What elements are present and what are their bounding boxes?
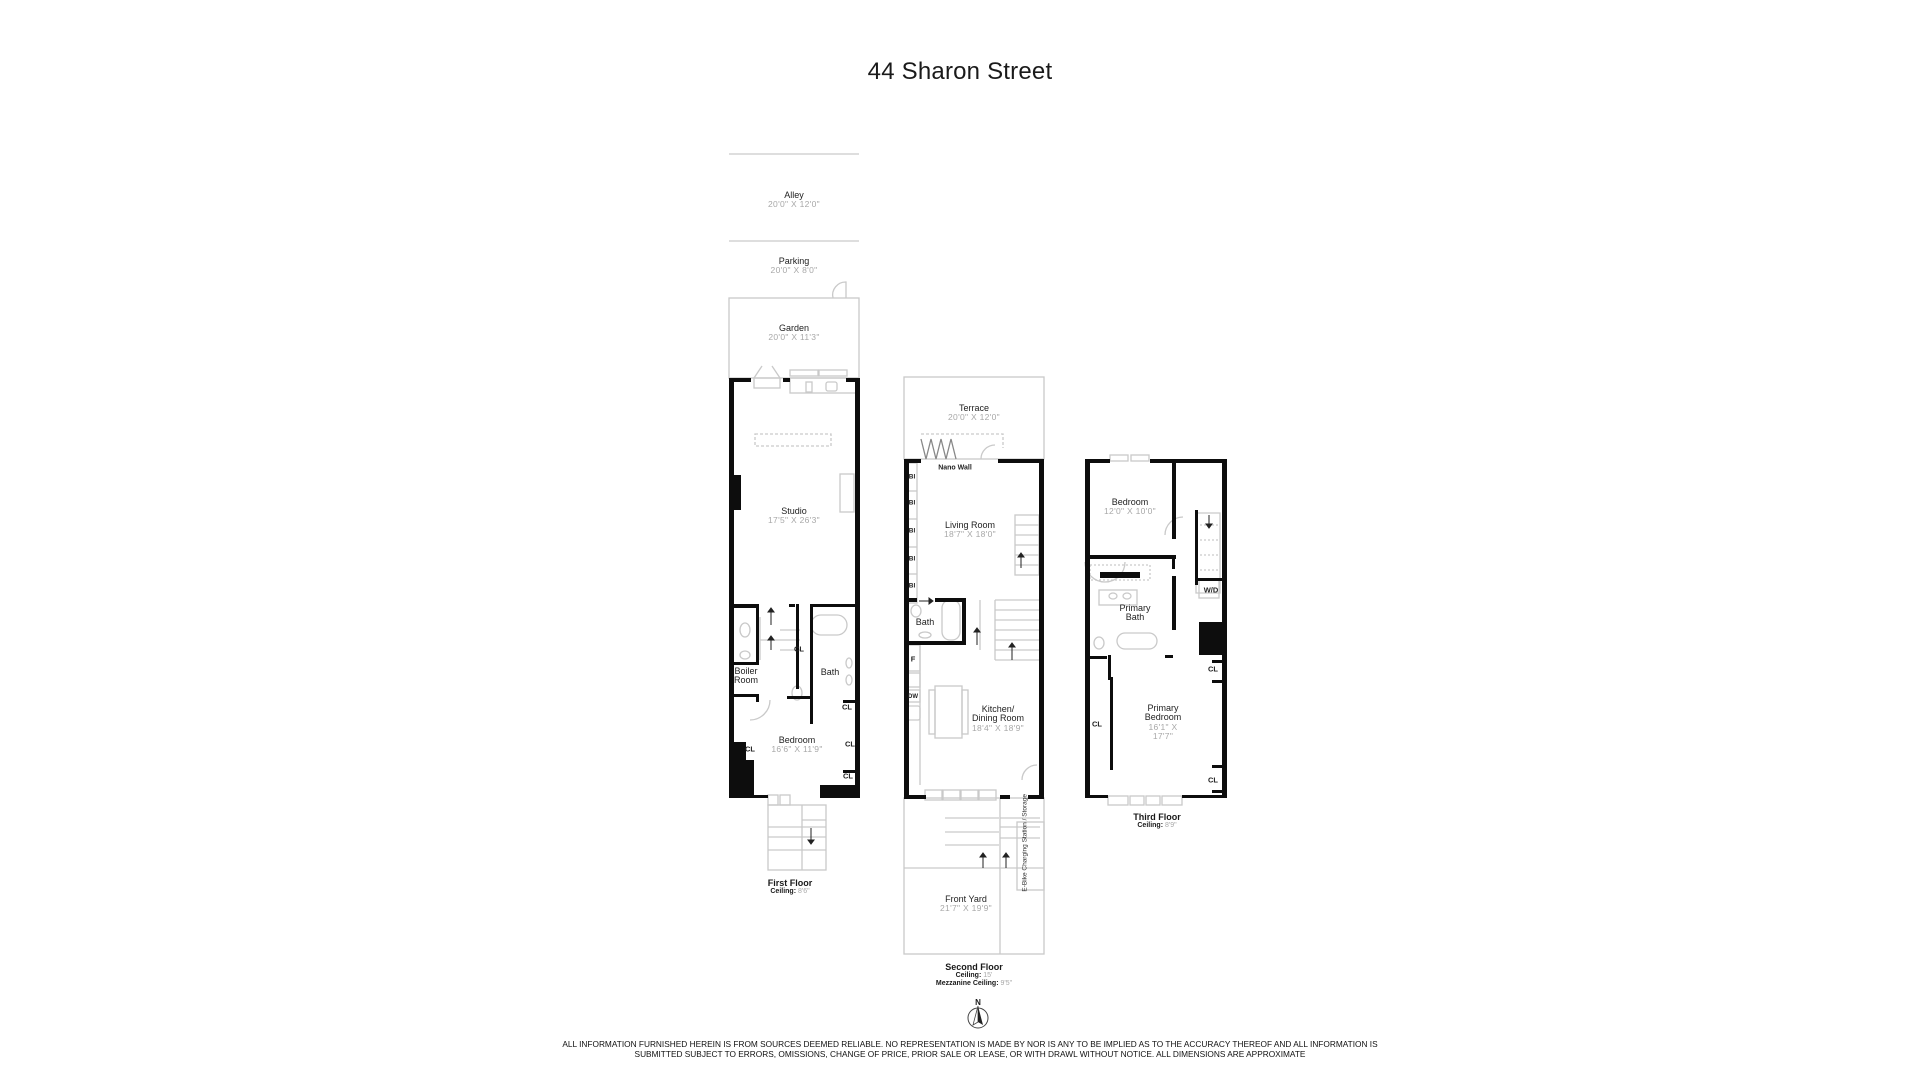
room-front-yard: Front Yard 21'7" X 19'9" bbox=[940, 894, 992, 914]
room-bedroom: Bedroom 16'6" X 11'9" bbox=[771, 735, 823, 755]
room-name: Bath bbox=[915, 617, 935, 627]
room-name: Kitchen/ Dining Room bbox=[971, 704, 1025, 724]
ebike-storage-label: E-Bike Charging Station / Storage bbox=[1021, 794, 1029, 892]
built-in-label: BI bbox=[908, 527, 916, 535]
room-dims: 17'5" X 26'3" bbox=[768, 515, 820, 526]
washer-dryer-label: W/D bbox=[1203, 585, 1219, 595]
room-name: Bedroom bbox=[1111, 497, 1149, 507]
room-primary-bedroom: Primary Bedroom 16'1" X 17'7" bbox=[1138, 703, 1188, 741]
room-name: Primary Bath bbox=[1119, 603, 1151, 623]
closet-label: CL bbox=[1092, 719, 1102, 729]
floor-ceiling: Ceiling: 8'6" bbox=[770, 888, 810, 896]
built-in-label: BI bbox=[908, 582, 916, 590]
room-dims: 20'0" X 12'0" bbox=[768, 199, 820, 210]
room-name: Front Yard bbox=[945, 894, 987, 904]
room-primary-bath: Primary Bath bbox=[1115, 603, 1155, 623]
room-name: Bath bbox=[820, 667, 840, 677]
built-in-label: BI bbox=[908, 555, 916, 563]
room-dims: 21'7" X 19'9" bbox=[940, 903, 992, 914]
room-studio: Studio 17'5" X 26'3" bbox=[768, 506, 820, 526]
floor-ceiling: Ceiling: 15' bbox=[955, 972, 993, 980]
floor-label-second: Second Floor Ceiling: 15' Mezzanine Ceil… bbox=[936, 962, 1012, 988]
room-living-room: Living Room 18'7" X 18'0" bbox=[944, 520, 996, 540]
room-bath: Bath bbox=[820, 667, 840, 677]
room-dims: 18'4" X 18'9" bbox=[972, 722, 1024, 733]
closet-label: CL bbox=[745, 744, 755, 754]
closet-label: CL bbox=[1208, 664, 1218, 674]
fridge-label: F bbox=[910, 654, 916, 664]
nano-wall-label: Nano Wall bbox=[938, 464, 972, 472]
floor-mezzanine-ceiling: Mezzanine Ceiling: 9'5" bbox=[935, 980, 1013, 988]
room-name: Studio bbox=[781, 506, 807, 516]
room-name: Bedroom bbox=[778, 735, 816, 745]
floor-label-third: Third Floor Ceiling: 8'9" bbox=[1133, 812, 1181, 830]
floor-ceiling: Ceiling: 8'9" bbox=[1137, 822, 1177, 830]
floor-label-first: First Floor Ceiling: 8'6" bbox=[768, 878, 813, 896]
room-name: Boiler Room bbox=[734, 666, 759, 686]
room-name: Primary Bedroom bbox=[1144, 703, 1182, 723]
floor-name: Third Floor bbox=[1133, 812, 1181, 822]
room-name: Parking bbox=[778, 256, 810, 266]
page-title: 44 Sharon Street bbox=[867, 58, 1053, 85]
compass-north-label: N bbox=[975, 998, 981, 1007]
room-bath: Bath bbox=[915, 617, 935, 627]
room-name: Living Room bbox=[944, 520, 996, 530]
built-in-label: BI bbox=[908, 473, 916, 481]
room-dims: 16'6" X 11'9" bbox=[771, 744, 823, 755]
room-kitchen-dining: Kitchen/ Dining Room 18'4" X 18'9" bbox=[968, 704, 1028, 733]
floor-name: First Floor bbox=[767, 878, 813, 888]
room-dims: 20'0" X 12'0" bbox=[948, 412, 1000, 423]
room-name: Terrace bbox=[958, 403, 989, 413]
room-name: Alley bbox=[784, 190, 804, 200]
room-bedroom: Bedroom 12'0" X 10'0" bbox=[1104, 497, 1156, 517]
disclaimer-text: All information furnished herein is from… bbox=[562, 1039, 1378, 1059]
room-name: Garden bbox=[778, 323, 810, 333]
room-dims: 12'0" X 10'0" bbox=[1104, 506, 1156, 517]
room-dims: 20'0" X 8'0" bbox=[770, 265, 818, 276]
closet-label: CL bbox=[843, 771, 853, 781]
closet-label: CL bbox=[794, 644, 804, 654]
closet-label: CL bbox=[1208, 775, 1218, 785]
room-garden: Garden 20'0" X 11'3" bbox=[768, 323, 820, 343]
floor-name: Second Floor bbox=[945, 962, 1003, 972]
room-dims: 16'1" X 17'7" bbox=[1148, 721, 1178, 741]
room-terrace: Terrace 20'0" X 12'0" bbox=[948, 403, 1000, 423]
built-in-label: BI bbox=[908, 499, 916, 507]
dishwasher-label: DW bbox=[908, 694, 918, 700]
closet-label: CL bbox=[842, 702, 852, 712]
room-dims: 18'7" X 18'0" bbox=[944, 529, 996, 540]
north-arrow-icon bbox=[967, 1005, 989, 1029]
room-parking: Parking 20'0" X 8'0" bbox=[770, 256, 818, 276]
closet-label: CL bbox=[845, 739, 855, 749]
room-boiler-room: Boiler Room bbox=[734, 666, 759, 686]
room-alley: Alley 20'0" X 12'0" bbox=[768, 190, 820, 210]
room-dims: 20'0" X 11'3" bbox=[768, 332, 820, 343]
